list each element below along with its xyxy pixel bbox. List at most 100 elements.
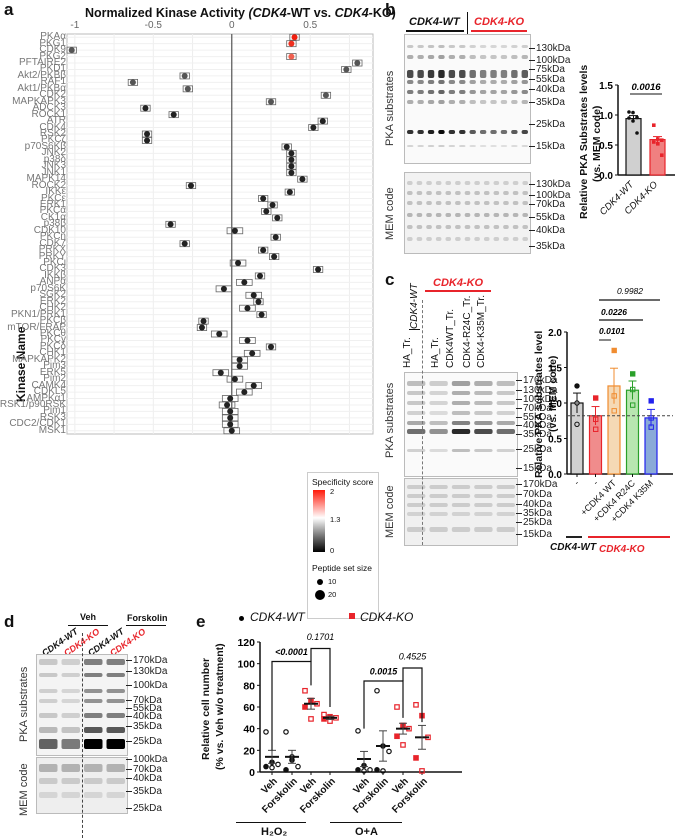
kinase-label: PKCε xyxy=(40,192,66,204)
mw-marker: 70kDa xyxy=(126,696,162,706)
svg-text:1.0: 1.0 xyxy=(599,111,613,122)
kinase-label: p38β xyxy=(43,218,66,230)
mw-marker: 70kDa xyxy=(529,200,565,210)
d-forskolin-line xyxy=(126,625,166,626)
c-group-label-ko: CDK4-KO xyxy=(599,544,645,555)
mw-marker: 25kDa xyxy=(516,445,552,455)
svg-text:100: 100 xyxy=(237,659,255,671)
mw-marker: 170kDa xyxy=(126,656,167,666)
kinase-label: PKCα xyxy=(39,205,66,217)
svg-text:0.5: 0.5 xyxy=(548,435,562,446)
kinase-label: Akt1/PKBα xyxy=(17,82,66,94)
kinase-label: JNK1 xyxy=(41,166,66,178)
kinase-label: PRKY xyxy=(38,250,66,262)
pka-substrates-blot-b xyxy=(404,34,531,164)
kinase-label: CAMK4 xyxy=(31,379,66,391)
kinase-label: CHK2 xyxy=(39,302,66,314)
mw-marker: 100kDa xyxy=(516,395,557,405)
blot-label-mem: MEM code xyxy=(384,187,396,240)
kinase-label: SGK2 xyxy=(39,289,66,301)
kinase-label: CDK7 xyxy=(39,237,66,249)
svg-text:0.0: 0.0 xyxy=(599,171,613,182)
d-lane-divider xyxy=(82,633,83,838)
kinase-label: CDK4 xyxy=(39,121,66,133)
panel-b-letter: b xyxy=(385,0,396,19)
kinase-label: CDK9 xyxy=(39,44,66,56)
x-tick-label: 0 xyxy=(228,20,235,31)
size-20-dot-icon xyxy=(315,590,325,600)
mw-marker: 75kDa xyxy=(529,65,565,75)
svg-text:20: 20 xyxy=(243,745,255,757)
kinase-label: PKCη xyxy=(39,231,66,243)
e-group2-line xyxy=(330,822,402,823)
kinase-label: mTOR/FRAP xyxy=(7,321,66,333)
blot-label-pka-c: PKA substrates xyxy=(384,382,396,458)
kinase-label: PKG2 xyxy=(39,50,66,62)
kinase-label: MAPK14 xyxy=(26,173,66,185)
mw-marker: 15kDa xyxy=(529,142,565,152)
mw-marker: 25kDa xyxy=(126,737,162,747)
size-legend-label: 20 xyxy=(328,590,337,599)
panel-a-plot-area xyxy=(66,33,374,435)
lane-label: CDK4-K35M_Tr. xyxy=(476,295,487,368)
svg-text:0.0226: 0.0226 xyxy=(601,307,627,317)
svg-text:0.9982: 0.9982 xyxy=(617,286,643,296)
kinase-label: Akt2/PKBβ xyxy=(17,69,66,81)
svg-text:40: 40 xyxy=(243,724,255,736)
panel-e-y-label: Relative cell number xyxy=(200,657,212,760)
kinase-label: PKCδ xyxy=(39,340,66,352)
mw-marker: 40kDa xyxy=(516,421,552,431)
kinase-label: RAF1 xyxy=(40,76,66,88)
mw-marker: 25kDa xyxy=(529,120,565,130)
kinase-label: PKCβ xyxy=(39,315,66,327)
mem-code-blot-c xyxy=(404,478,518,546)
kinase-label: PKG1 xyxy=(39,37,66,49)
svg-text:0.1701: 0.1701 xyxy=(307,632,335,642)
mw-marker: 35kDa xyxy=(126,787,162,797)
mw-marker: 100kDa xyxy=(126,755,167,765)
mw-marker: 130kDa xyxy=(529,44,570,54)
kinase-label: AMPKα1 xyxy=(26,392,66,404)
size-10-dot-icon xyxy=(317,579,323,585)
mw-marker: 130kDa xyxy=(516,386,557,396)
legend-ko-square-icon xyxy=(349,613,355,619)
panel-d-letter: d xyxy=(4,612,15,631)
svg-text:2.0: 2.0 xyxy=(548,328,562,339)
lane-label: CDK4-R24C_Tr. xyxy=(462,295,473,368)
legend-wt-label: CDK4-WT xyxy=(250,610,305,624)
mw-marker: 15kDa xyxy=(516,464,552,474)
x-tick-label: -0.5 xyxy=(144,20,162,31)
kinase-label: MSK1 xyxy=(38,424,66,436)
colorbar-tick: 1.3 xyxy=(330,515,341,524)
legend-ko-label: CDK4-KO xyxy=(360,610,414,624)
mw-marker: 25kDa xyxy=(126,804,162,814)
kinase-label: MAPKAPK2 xyxy=(12,353,66,365)
size-legend-label: 10 xyxy=(328,577,337,586)
lane-label: CDK4WT_Tr. xyxy=(445,308,456,368)
mw-marker: 40kDa xyxy=(529,226,565,236)
e-group2-label: O+A xyxy=(355,826,378,838)
c-ko-header-line xyxy=(425,290,491,292)
mw-marker: 40kDa xyxy=(516,500,552,510)
panel-e-letter: e xyxy=(196,612,206,631)
group-line-wt xyxy=(406,30,464,32)
title-part: -WT vs. xyxy=(286,6,335,20)
svg-text:<0.0001: <0.0001 xyxy=(275,647,308,657)
svg-text:0.0016: 0.0016 xyxy=(631,82,661,93)
c-group-label-wt: CDK4-WT xyxy=(550,542,597,553)
mw-marker: 70kDa xyxy=(126,765,162,775)
specificity-colorbar xyxy=(313,490,325,552)
svg-text:120: 120 xyxy=(237,637,255,649)
svg-text:0.0015: 0.0015 xyxy=(370,667,399,677)
panel-a-legend: Specificity score 2 1.3 0 Peptide set si… xyxy=(307,472,379,619)
d-forskolin-header: Forskolin xyxy=(127,613,168,623)
kinase-label: ERK5 xyxy=(39,366,66,378)
mw-marker: 15kDa xyxy=(516,530,552,540)
group-divider xyxy=(467,12,468,34)
mw-marker: 55kDa xyxy=(126,704,162,714)
kinase-label: CK1α xyxy=(40,211,66,223)
mw-marker: 170kDa xyxy=(516,480,557,490)
c-lane-divider xyxy=(422,300,423,545)
x-tick-label: -1 xyxy=(70,20,80,31)
mw-marker: 40kDa xyxy=(529,85,565,95)
